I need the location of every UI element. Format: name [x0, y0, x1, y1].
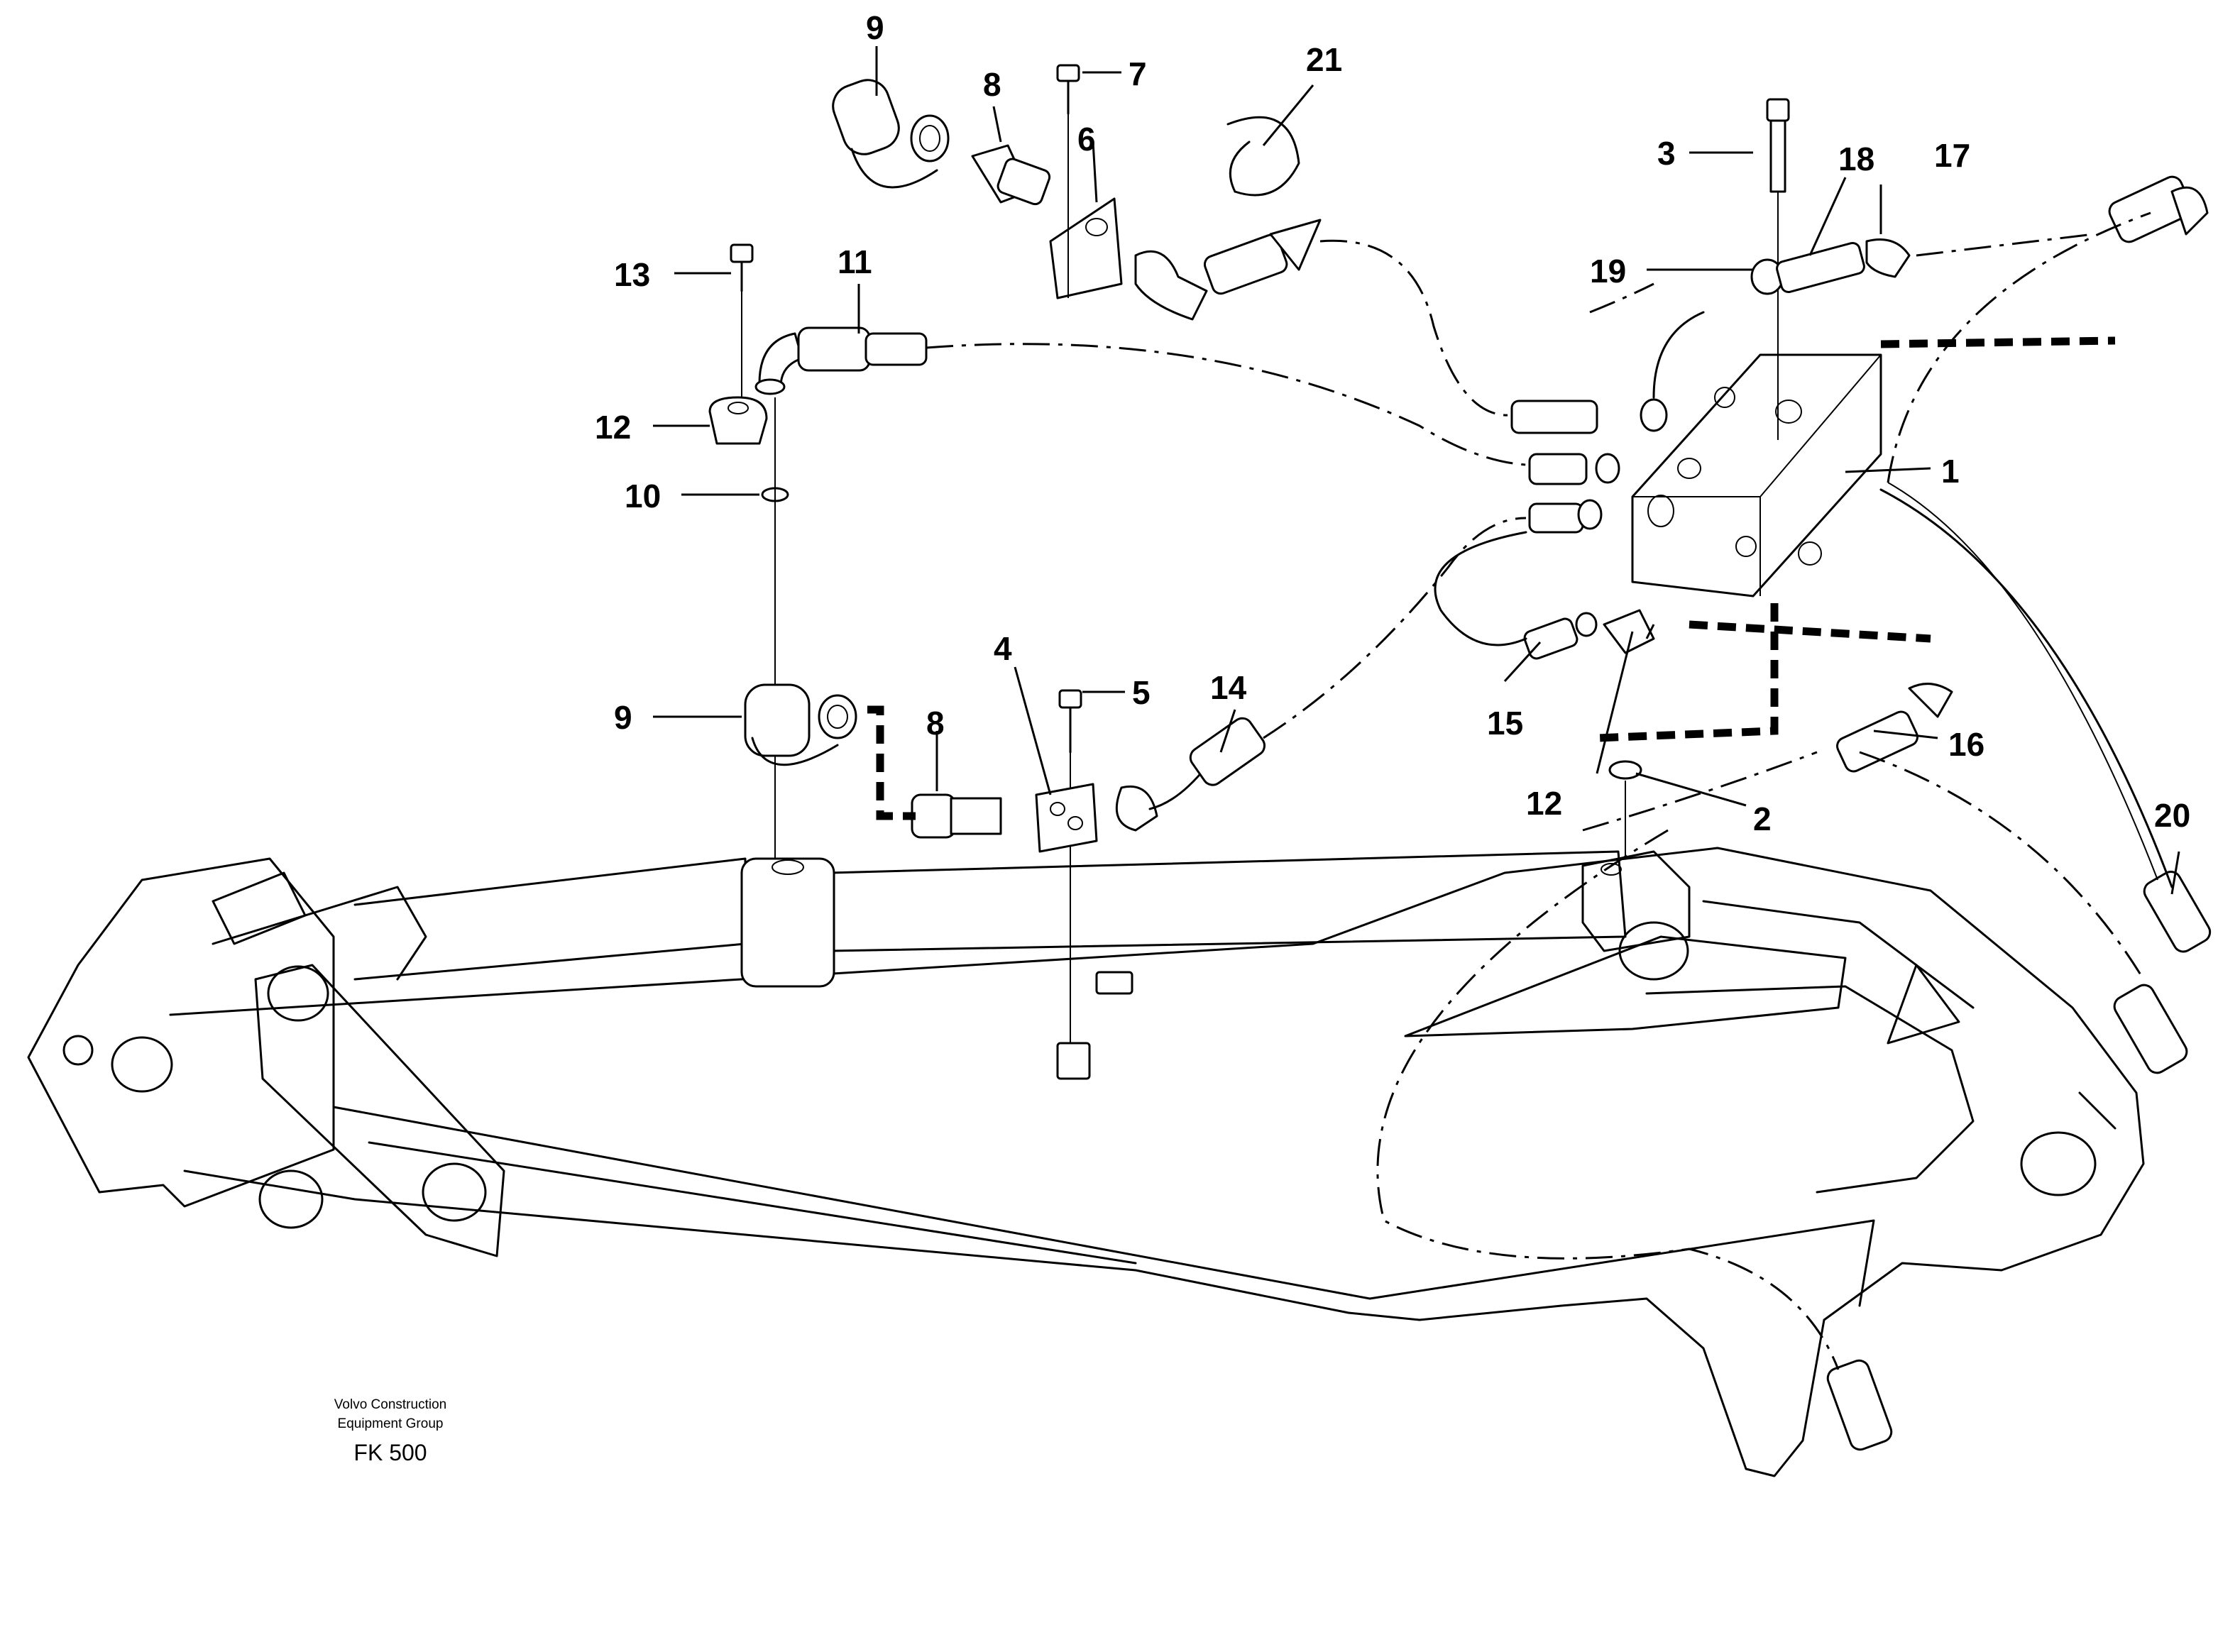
bracket-6 — [1049, 114, 1123, 299]
label-part-14: 14 — [1210, 669, 1247, 706]
label-part-6: 6 — [1077, 121, 1096, 158]
label-part-9-bottom: 9 — [614, 699, 632, 736]
label-part-11: 11 — [838, 243, 872, 280]
clamp-left — [708, 396, 768, 445]
label-part-8-top: 8 — [983, 66, 1001, 103]
block-fittings — [1510, 398, 1668, 534]
cap-bottom — [744, 683, 857, 766]
label-part-12-left: 12 — [595, 409, 631, 446]
hose-end-bottom — [1826, 1359, 1893, 1451]
label-part-17: 17 — [1934, 137, 1970, 174]
cap-top — [832, 79, 950, 189]
nipple-bottom — [911, 793, 1002, 839]
label-part-18: 18 — [1838, 141, 1874, 177]
hose-end-20 — [2143, 870, 2212, 953]
clamp-boom-1 — [1095, 971, 1133, 995]
label-part-5: 5 — [1132, 674, 1151, 711]
hidden-lines — [867, 336, 2116, 820]
clip-21 — [1226, 116, 1300, 197]
label-part-12-right: 12 — [1526, 785, 1562, 822]
label-part-4: 4 — [994, 630, 1012, 667]
hose-end-right — [2113, 984, 2188, 1074]
label-part-20: 20 — [2154, 797, 2190, 834]
fitting-15 — [1523, 609, 1655, 660]
label-part-13: 13 — [614, 256, 650, 293]
label-part-21: 21 — [1306, 41, 1342, 78]
bolt-13 — [730, 243, 754, 397]
linkage — [27, 857, 505, 1257]
company-name-line1: Volvo Construction — [334, 1397, 446, 1412]
nipple-top — [971, 144, 1051, 206]
label-part-10: 10 — [625, 478, 661, 514]
bolt-7 — [1056, 64, 1080, 115]
bracket-4 — [1035, 783, 1098, 853]
boom-cylinder — [353, 850, 1627, 988]
label-part-9-top: 9 — [866, 9, 884, 46]
clamp-boom-2 — [1056, 1042, 1091, 1080]
elbow-11 — [754, 326, 928, 395]
hose-end-top — [1134, 219, 1322, 321]
label-part-3: 3 — [1657, 135, 1676, 172]
bolt-3 — [1766, 98, 1790, 440]
label-part-19: 19 — [1590, 253, 1626, 290]
washer-2 — [1608, 760, 1642, 780]
label-part-1: 1 — [1941, 453, 1960, 490]
figure-code: FK 500 — [353, 1440, 427, 1465]
label-part-16: 16 — [1948, 726, 1984, 763]
footer: Volvo Construction Equipment Group FK 50… — [334, 1397, 446, 1465]
leader-lines — [653, 46, 2180, 895]
label-part-2: 2 — [1753, 800, 1772, 837]
hose-end-16 — [1836, 683, 1953, 773]
hose-end-top-right — [2108, 175, 2209, 243]
hose-end-14 — [1115, 717, 1266, 832]
company-name-line2: Equipment Group — [338, 1416, 444, 1431]
hose-routes — [926, 211, 2173, 1370]
valve-block — [1631, 353, 1882, 598]
label-part-7: 7 — [1129, 55, 1147, 92]
label-part-8-bottom: 8 — [926, 705, 945, 742]
part-labels: 1 2 3 4 5 6 7 8 8 9 9 10 11 12 12 13 14 … — [595, 9, 2190, 837]
bolt-5 — [1058, 689, 1082, 1050]
fitting-18-19 — [1750, 238, 1911, 295]
label-part-15: 15 — [1487, 705, 1523, 742]
